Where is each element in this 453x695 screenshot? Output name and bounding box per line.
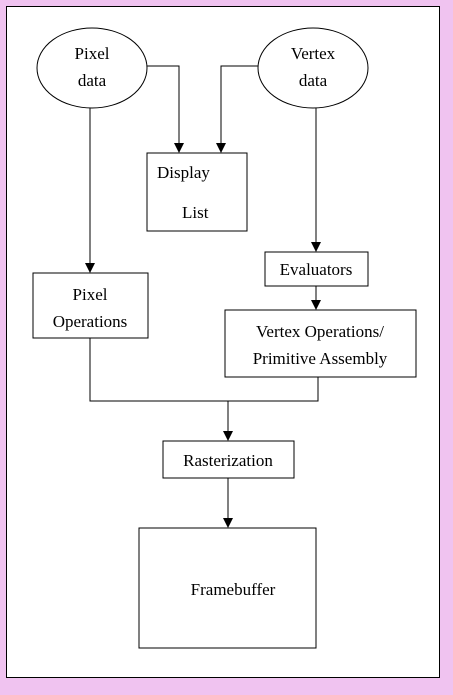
pixel-operations-label-line2: Operations [53, 312, 128, 331]
display-list-label-line2: List [182, 203, 209, 222]
rasterization-node: Rasterization [162, 440, 295, 479]
pixel-operations-node: Pixel Operations [32, 272, 149, 339]
arrowhead [174, 143, 184, 153]
connectors [85, 65, 321, 528]
arrowhead [223, 518, 233, 528]
vertex-data-ellipse [257, 27, 369, 109]
arrowhead [216, 143, 226, 153]
vertex-operations-label-line2: Primitive Assembly [253, 349, 388, 368]
pixel-operations-merge-line [89, 338, 228, 402]
vertex-data-label-line1: Vertex [291, 44, 336, 63]
arrowhead [223, 431, 233, 441]
vertex-data-to-display-list-arrow [220, 65, 258, 144]
vertex-data-label-line2: data [299, 71, 328, 90]
pixel-data-ellipse [36, 27, 148, 109]
evaluators-label: Evaluators [280, 260, 353, 279]
vertex-operations-box [224, 309, 417, 378]
framebuffer-box [138, 527, 317, 649]
arrowhead [85, 263, 95, 273]
rasterization-box [162, 440, 295, 479]
framebuffer-node: Framebuffer [138, 527, 317, 649]
arrowhead [311, 242, 321, 252]
vertex-operations-label-line1: Vertex Operations/ [256, 322, 384, 341]
vertex-operations-merge-line [228, 377, 319, 402]
evaluators-box [264, 251, 369, 287]
pixel-data-label-line1: Pixel [75, 44, 110, 63]
pixel-operations-box [32, 272, 149, 339]
pixel-data-node: Pixel data [36, 27, 148, 109]
vertex-data-node: Vertex data [257, 27, 369, 109]
arrowhead [311, 300, 321, 310]
pixel-operations-label-line1: Pixel [73, 285, 108, 304]
vertex-operations-node: Vertex Operations/ Primitive Assembly [224, 309, 417, 378]
display-list-box [146, 152, 248, 232]
framebuffer-label: Framebuffer [191, 580, 276, 599]
display-list-node: Display List [146, 152, 248, 232]
rasterization-label: Rasterization [183, 451, 273, 470]
evaluators-node: Evaluators [264, 251, 369, 287]
pixel-data-label-line2: data [78, 71, 107, 90]
display-list-label-line1: Display [157, 163, 210, 182]
pixel-data-to-display-list-arrow [147, 65, 180, 144]
